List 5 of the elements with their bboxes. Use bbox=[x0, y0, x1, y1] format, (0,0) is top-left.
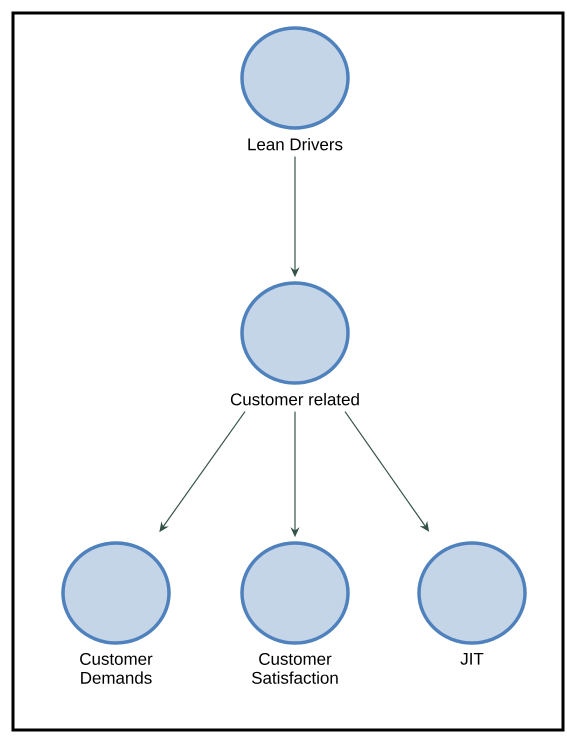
node-label: JIT bbox=[460, 652, 484, 665]
node-label: Customer Demands bbox=[80, 652, 152, 684]
node-label: Customer Satisfaction bbox=[252, 652, 338, 684]
node-label: Lean Drivers bbox=[248, 138, 342, 150]
node-label: Customer related bbox=[230, 392, 359, 406]
